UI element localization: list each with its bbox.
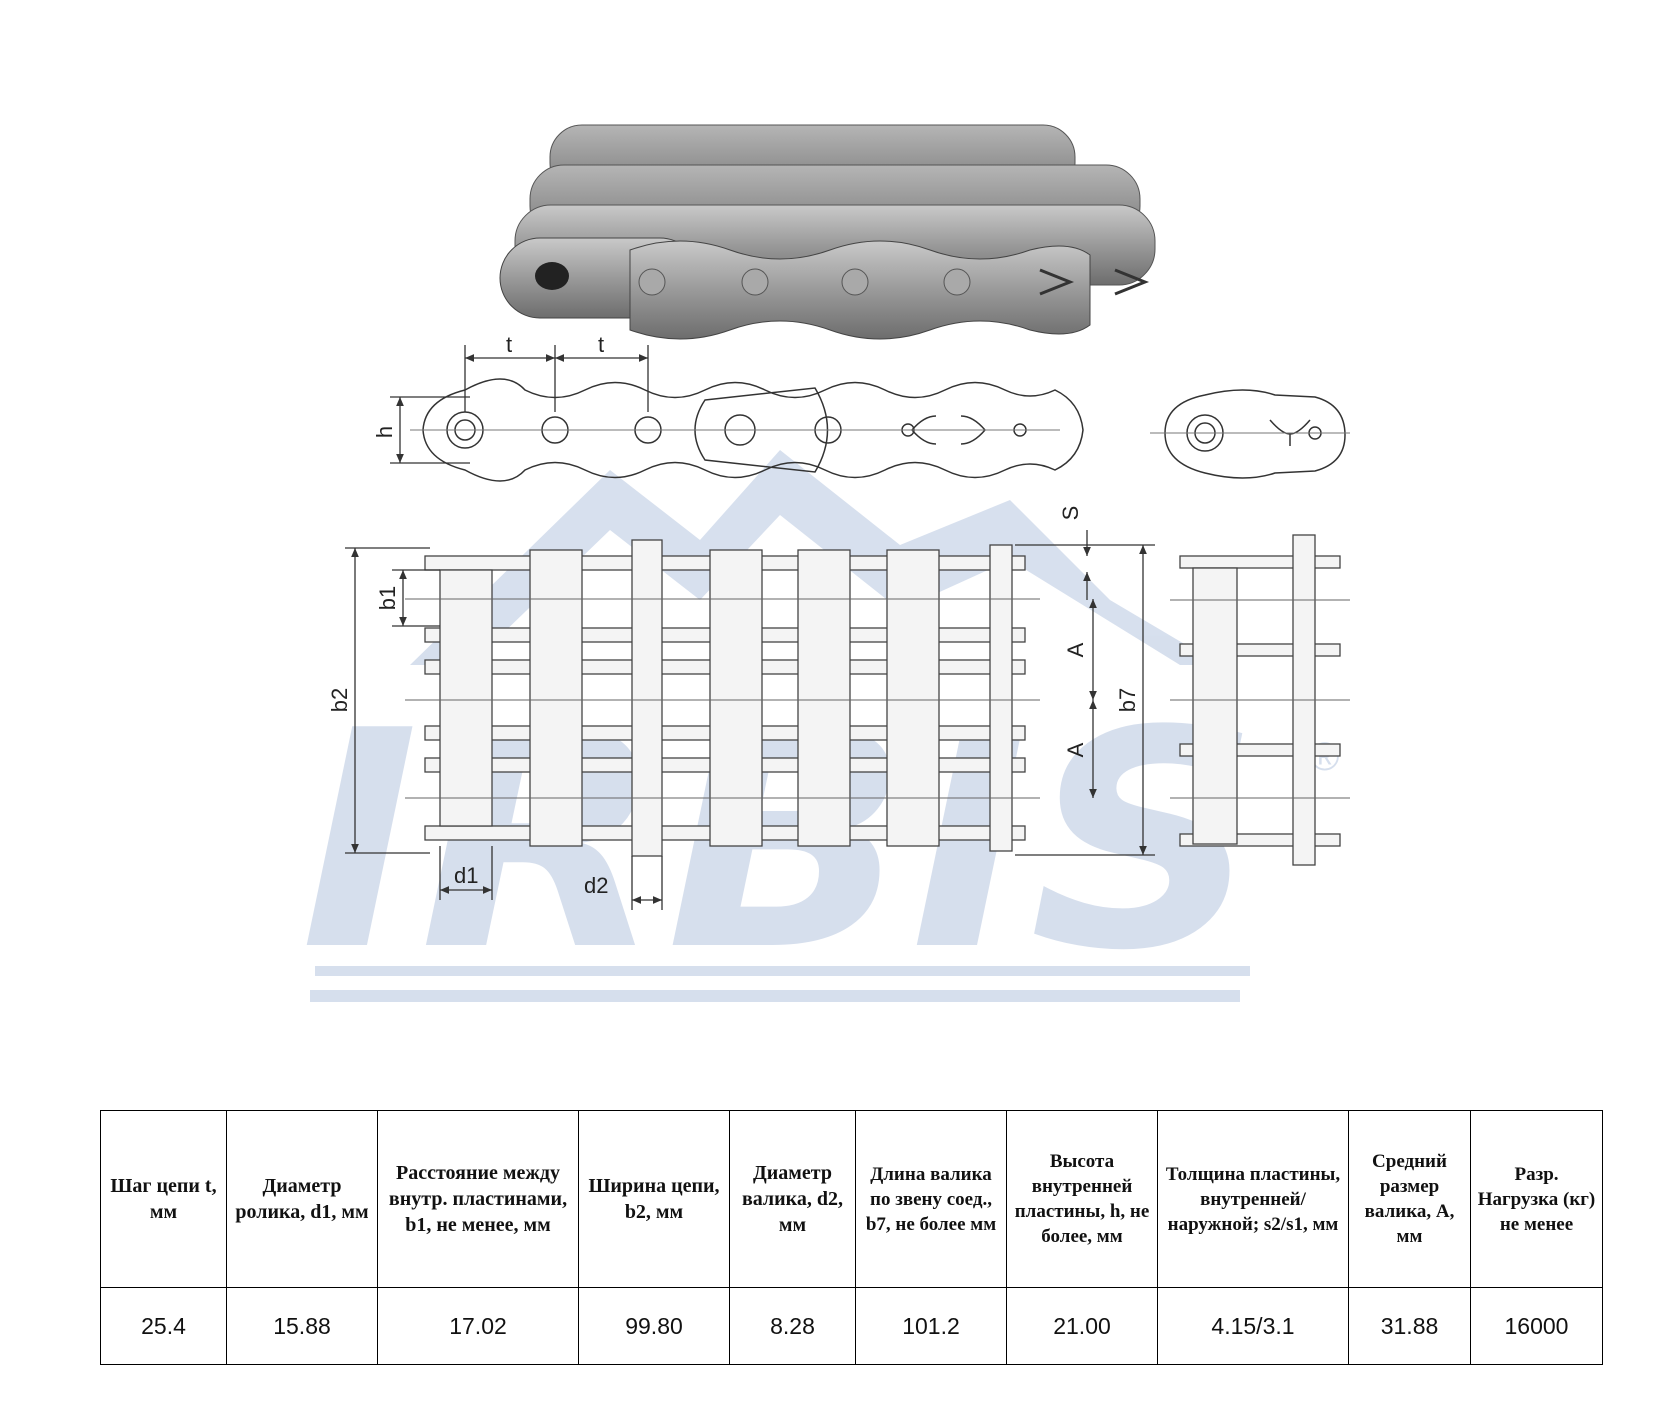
roller-column [797,549,851,847]
roller-column [529,549,583,847]
header-pin-diameter: Диаметр валика, d2, мм [729,1110,856,1288]
roller-column [439,569,493,827]
dim-label-h: h [372,426,397,438]
watermark-mountain-shape [410,450,1220,665]
connecting-pin [631,539,663,857]
dim-label-d2: d2 [584,873,608,898]
dim-label-b2: b2 [327,688,352,712]
cell-pitch: 25.4 [100,1287,227,1365]
end-roller [1192,567,1238,845]
cell-inner-width: 17.02 [377,1287,579,1365]
cell-plate-thickness: 4.15/3.1 [1157,1287,1349,1365]
chain-technical-drawing: IRBIS ® [300,124,1350,1016]
chain-spec-table: Шаг цепи t, мм Диаметр ролика, d1, мм Ра… [100,1110,1603,1365]
end-link-clip [1269,419,1311,446]
chain-photo-pin [741,268,769,296]
header-pin-length: Длина валика по звену соед., b7, не боле… [855,1110,1007,1288]
cell-chain-width: 99.80 [578,1287,730,1365]
chain-photo-pin [943,268,971,296]
side-view-cotter-clip [911,415,986,445]
chain-photo-pin [638,268,666,296]
cell-pin-length: 101.2 [855,1287,1007,1365]
chain-side-view [410,378,1084,482]
cell-pin-diameter: 8.28 [729,1287,856,1365]
table-row: 25.4 15.88 17.02 99.80 8.28 101.2 21.00 … [100,1287,1603,1365]
cell-breaking-load: 16000 [1470,1287,1603,1365]
header-roller-diameter: Диаметр ролика, d1, мм [226,1110,378,1288]
side-view-connecting-plate [694,387,829,473]
header-chain-width: Ширина цепи, b2, мм [578,1110,730,1288]
dim-label-a2: A [1063,742,1088,757]
cell-plate-height: 21.00 [1006,1287,1158,1365]
header-inner-width: Расстояние между внутр. пластинами, b1, … [377,1110,579,1288]
dim-label-t1: t [506,332,512,357]
end-link-outline [1164,389,1346,479]
dim-label-d1: d1 [454,863,478,888]
header-transverse-pitch: Средний размер валика, A, мм [1348,1110,1471,1288]
header-breaking-load: Разр. Нагрузка (кг) не менее [1470,1110,1603,1288]
header-pitch: Шаг цепи t, мм [100,1110,227,1288]
side-view-outline [422,378,1084,482]
end-plate [1179,555,1341,569]
chain-photo-cotter-pin [1039,268,1150,296]
table-header-row: Шаг цепи t, мм Диаметр ролика, d1, мм Ра… [100,1110,1603,1288]
chain-photo [499,124,1156,340]
dim-label-s: S [1058,506,1083,521]
end-pin [989,544,1013,852]
top-view-dimensions [345,530,1155,910]
roller-column [709,549,763,847]
cell-roller-diameter: 15.88 [226,1287,378,1365]
top-view-centerlines [405,598,1040,799]
watermark-underline-2 [310,990,1240,1002]
cell-transverse-pitch: 31.88 [1348,1287,1471,1365]
watermark-underline-1 [315,966,1250,976]
roller-column [886,549,940,847]
side-view-dimensions [390,345,649,464]
chain-photo-hole [535,262,569,290]
header-plate-height: Высота внутренней пластины, h, не более,… [1006,1110,1158,1288]
dim-label-b1: b1 [375,586,400,610]
dim-label-a1: A [1063,642,1088,657]
dim-label-t2: t [598,332,604,357]
end-link-view [1150,389,1350,479]
chain-top-view [424,539,1026,857]
chain-photo-pin [841,268,869,296]
dim-label-b7: b7 [1115,688,1140,712]
end-top-view-centerlines [1170,599,1350,799]
header-plate-thickness: Толщина пластины, внутренней/наружной; s… [1157,1110,1349,1288]
